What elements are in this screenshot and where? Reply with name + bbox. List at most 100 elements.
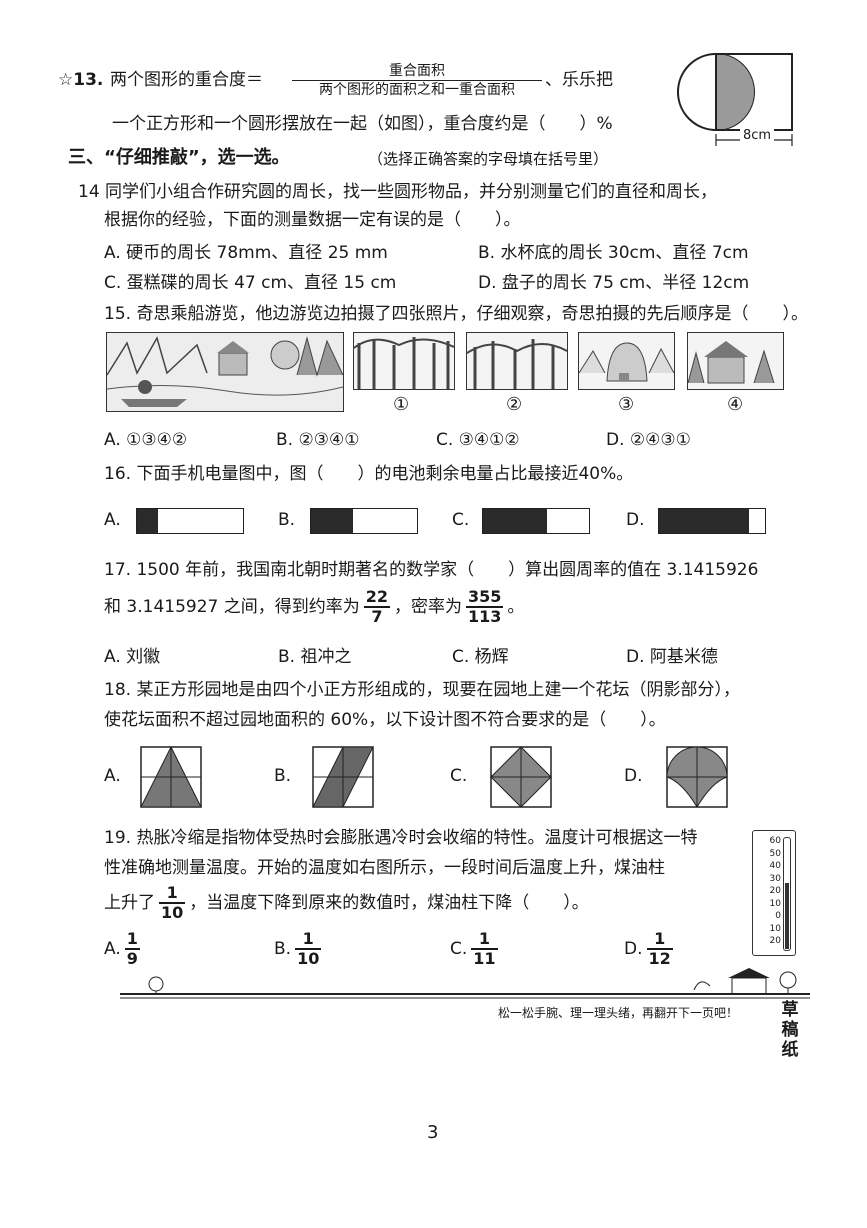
q14-option-c: C. 蛋糕碟的周长 47 cm、直径 15 cm [104,273,397,293]
q13-line2: 一个正方形和一个圆形摆放在一起（如图），重合度约是（ ）% [112,114,613,134]
battery-c [482,508,590,534]
figure-overlap-shade [716,54,754,130]
q14-line2: 根据你的经验，下面的测量数据一定有误的是（ ）。 [104,210,521,230]
q15-option-b: B. ②③④① [276,430,360,450]
q19-rise-numerator: 1 [159,884,186,904]
q19-rise-denominator: 10 [161,903,184,922]
photo-label-3: ③ [618,394,635,415]
q19-option-d-letter: D. [624,939,643,959]
q13-tail: 、乐乐把 [545,70,613,90]
kerosene-column [785,883,789,949]
q16-label-d: D. [626,510,645,530]
q17-line2-a: 和 3.1415927 之间，得到约率为 [104,597,360,617]
q16-label-a: A. [104,510,121,530]
q17-line2-b: ，密率为 [394,597,463,617]
q19-option-b-letter: B. [274,939,292,959]
photo-label-1: ① [393,394,410,415]
q14-line1: 14 同学们小组合作研究圆的周长，找一些圆形物品，并分别测量它们的直径和周长， [78,182,718,202]
q18-label-d: D. [624,766,643,786]
q13-lead: 两个图形的重合度＝ [110,70,263,90]
q16-label-b: B. [278,510,296,530]
battery-a-level [137,509,159,533]
q18-label-a: A. [104,766,121,786]
photo-1 [353,332,455,390]
q17-option-d: D. 阿基米德 [626,647,718,667]
thermo-tick: 10 [769,898,781,909]
q19-line3-b: ，当温度下降到原来的数值时，煤油柱下降（ ）。 [189,893,589,913]
section3-title: 三、“仔细推敲”，选一选。 [68,147,290,168]
q19-option-c-numerator: 1 [471,930,498,950]
section3-note: （选择正确答案的字母填在括号里） [368,150,609,168]
q19-option-a-denominator: 9 [126,949,138,968]
thermo-tick: 50 [769,848,781,859]
q17-line1: 17. 1500 年前，我国南北朝时期著名的数学家（ ）算出圆周率的值在 3.1… [104,560,759,580]
battery-b [310,508,418,534]
q18-label-b: B. [274,766,292,786]
battery-a [136,508,244,534]
q19-option-b-numerator: 1 [295,930,322,950]
q16-label-c: C. [452,510,470,530]
milv-denominator: 113 [468,607,502,626]
thermo-tick: 0 [775,911,781,921]
figure-dimension-label: 8cm [740,128,775,143]
thermometer: 60 50 40 30 20 10 0 10 20 [752,830,796,956]
milv-numerator: 355 [466,587,504,608]
q18-line2: 使花坛面积不超过园地面积的 60%，以下设计图不符合要求的是（ ）。 [104,710,666,730]
q17-line2-c: 。 [507,597,525,617]
battery-c-level [483,509,547,533]
flower-bed-design-b [312,746,374,808]
thermo-tick: 20 [769,936,781,946]
battery-d [658,508,766,534]
thermo-tick: 30 [769,873,781,884]
q14-option-a: A. 硬币的周长 78mm、直径 25 mm [104,243,388,263]
draft-char: 纸 [781,1040,799,1060]
q15-option-c: C. ③④①② [436,430,520,450]
photo-2 [466,332,568,390]
battery-b-level [311,509,354,533]
q13-formula-fraction: 重合面积 两个图形的面积之和一重合面积 [292,62,542,99]
q14-option-d: D. 盘子的周长 75 cm、半径 12cm [478,273,750,293]
q19-option-d-denominator: 12 [648,949,671,968]
q13-fraction-numerator: 重合面积 [389,63,445,79]
footer-slogan: 松一松手腕、理一理头绪，再翻开下一页吧！ [498,1006,739,1020]
q17-option-b: B. 祖冲之 [278,647,352,667]
q19-option-a-numerator: 1 [124,929,140,950]
q19-option-d-numerator: 1 [646,930,673,950]
q18-line1: 18. 某正方形园地是由四个小正方形组成的，现要在园地上建一个花坛（阴影部分）， [104,680,740,700]
q19-option-b-denominator: 10 [297,949,320,968]
photo-label-4: ④ [727,394,744,415]
draft-char: 稿 [781,1020,799,1040]
photo-label-2: ② [506,394,523,415]
q19-option-c-letter: C. [450,939,468,959]
q19-option-a-letter: A. [104,939,121,959]
footer-decoration [120,968,810,999]
q19-option-c-denominator: 11 [473,949,496,968]
thermo-tick: 60 [769,836,781,846]
thermo-tick: 40 [769,861,781,871]
q13-number: ☆13. [58,70,104,90]
flower-bed-design-a [140,746,202,808]
q15-option-d: D. ②④③① [606,430,691,450]
photo-4 [687,332,784,390]
thermo-tick: 10 [769,923,781,934]
page-number: 3 [427,1122,439,1143]
yuelv-numerator: 22 [363,587,391,608]
q16-text: 16. 下面手机电量图中，图（ ）的电池剩余电量占比最接近40%。 [104,464,634,484]
q15-option-a: A. ①③④② [104,430,188,450]
photo-3 [578,332,675,390]
square-circle-figure [677,53,793,146]
battery-d-level [659,509,750,533]
q15-text: 15. 奇思乘船游览，他边游览边拍摄了四张照片，仔细观察，奇思拍摄的先后顺序是（… [104,304,808,324]
q13-fraction-denominator: 两个图形的面积之和一重合面积 [292,80,542,99]
